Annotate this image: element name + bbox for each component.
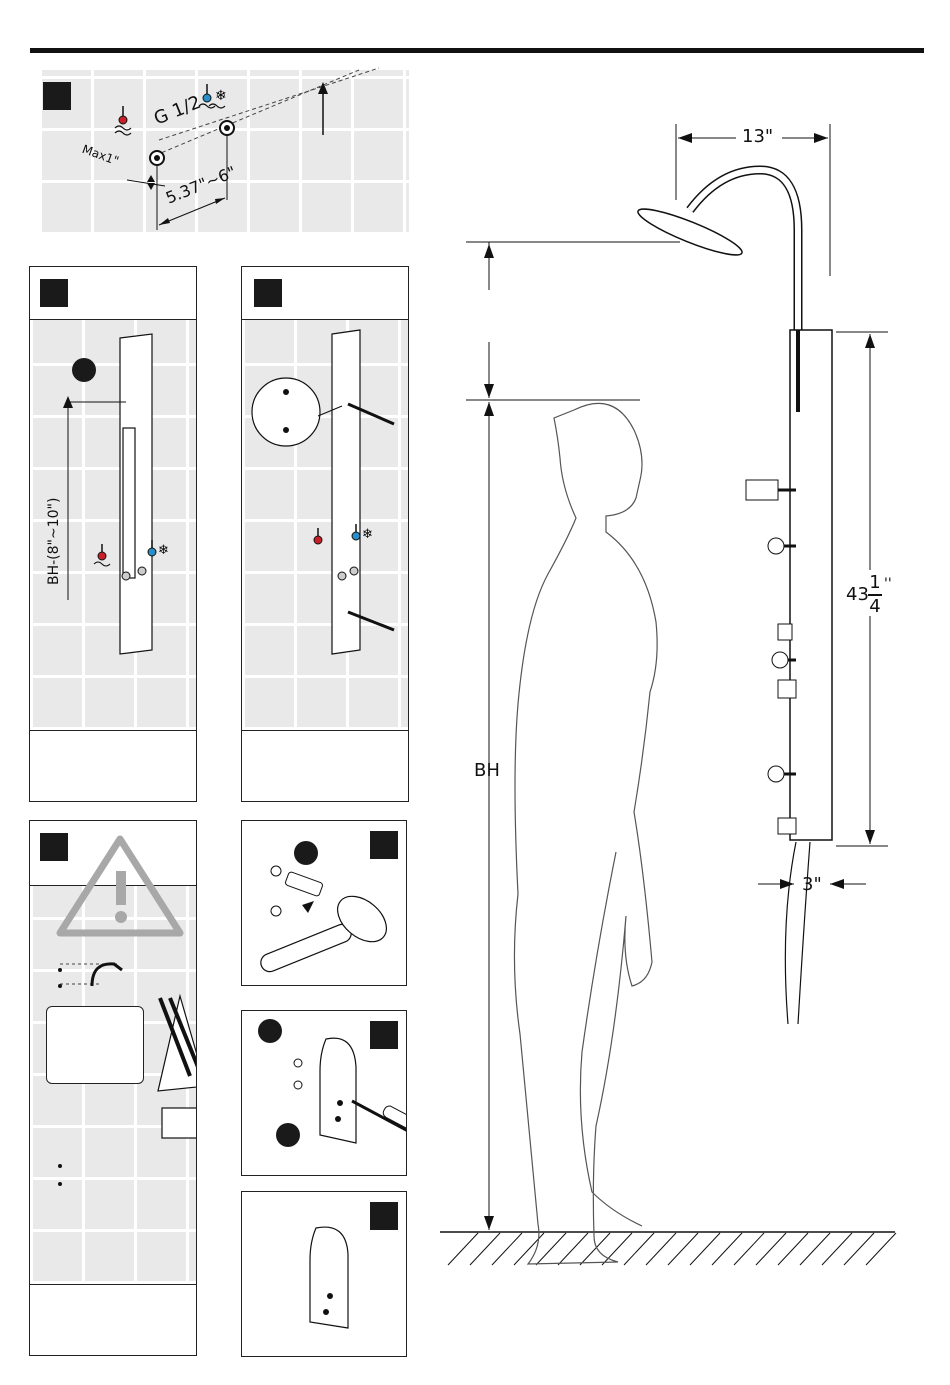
- panel-length-whole: 43: [846, 584, 869, 605]
- handle-knob: [778, 680, 796, 698]
- body-jet: [746, 480, 796, 500]
- handle-knob: [778, 624, 792, 640]
- shower-panel: [746, 330, 832, 1024]
- body-height-label: BH: [474, 760, 500, 781]
- panel-length-denominator: 4: [868, 598, 882, 616]
- panel-depth-label: 3": [802, 874, 822, 895]
- panel-length-numerator: 1: [868, 574, 882, 592]
- shower-head: [634, 170, 798, 390]
- panel-length-fraction: 1 4: [868, 574, 882, 616]
- person-silhouette: [514, 403, 657, 1264]
- arm-reach-label: 13": [742, 126, 773, 147]
- panel-length-unit: '': [884, 576, 892, 592]
- floor: [440, 1232, 896, 1265]
